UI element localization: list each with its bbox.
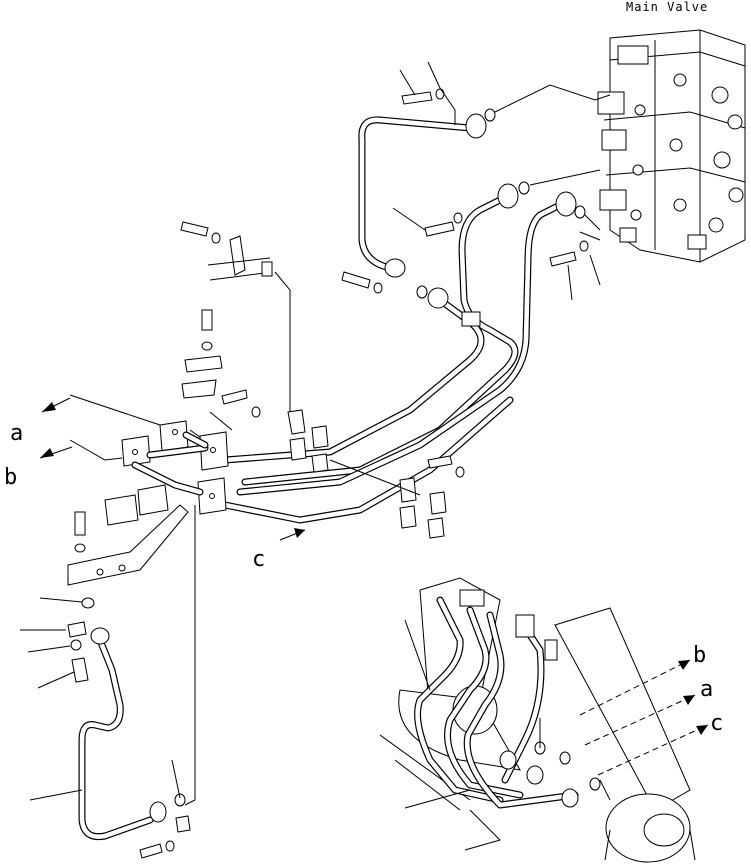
boom-assembly (379, 577, 696, 863)
label-c-right: c (710, 711, 723, 736)
label-a-left: a (10, 421, 23, 446)
label-a-right: a (700, 677, 713, 702)
main-valve-title: Main Valve (626, 0, 708, 14)
label-b-right: b (693, 643, 706, 668)
bracket-plate (67, 484, 189, 586)
main-valve: Main Valve (597, 0, 746, 263)
clamps-centre (181, 309, 465, 539)
hose-lower-left (20, 597, 191, 859)
reference-labels: a b c b a c (4, 421, 723, 736)
bracket-upper (180, 221, 291, 420)
label-c-left: c (252, 547, 265, 572)
hoses-upper (221, 61, 611, 524)
label-b-left: b (4, 465, 17, 490)
direction-arrows (39, 397, 709, 776)
pipe-blocks (69, 394, 229, 806)
